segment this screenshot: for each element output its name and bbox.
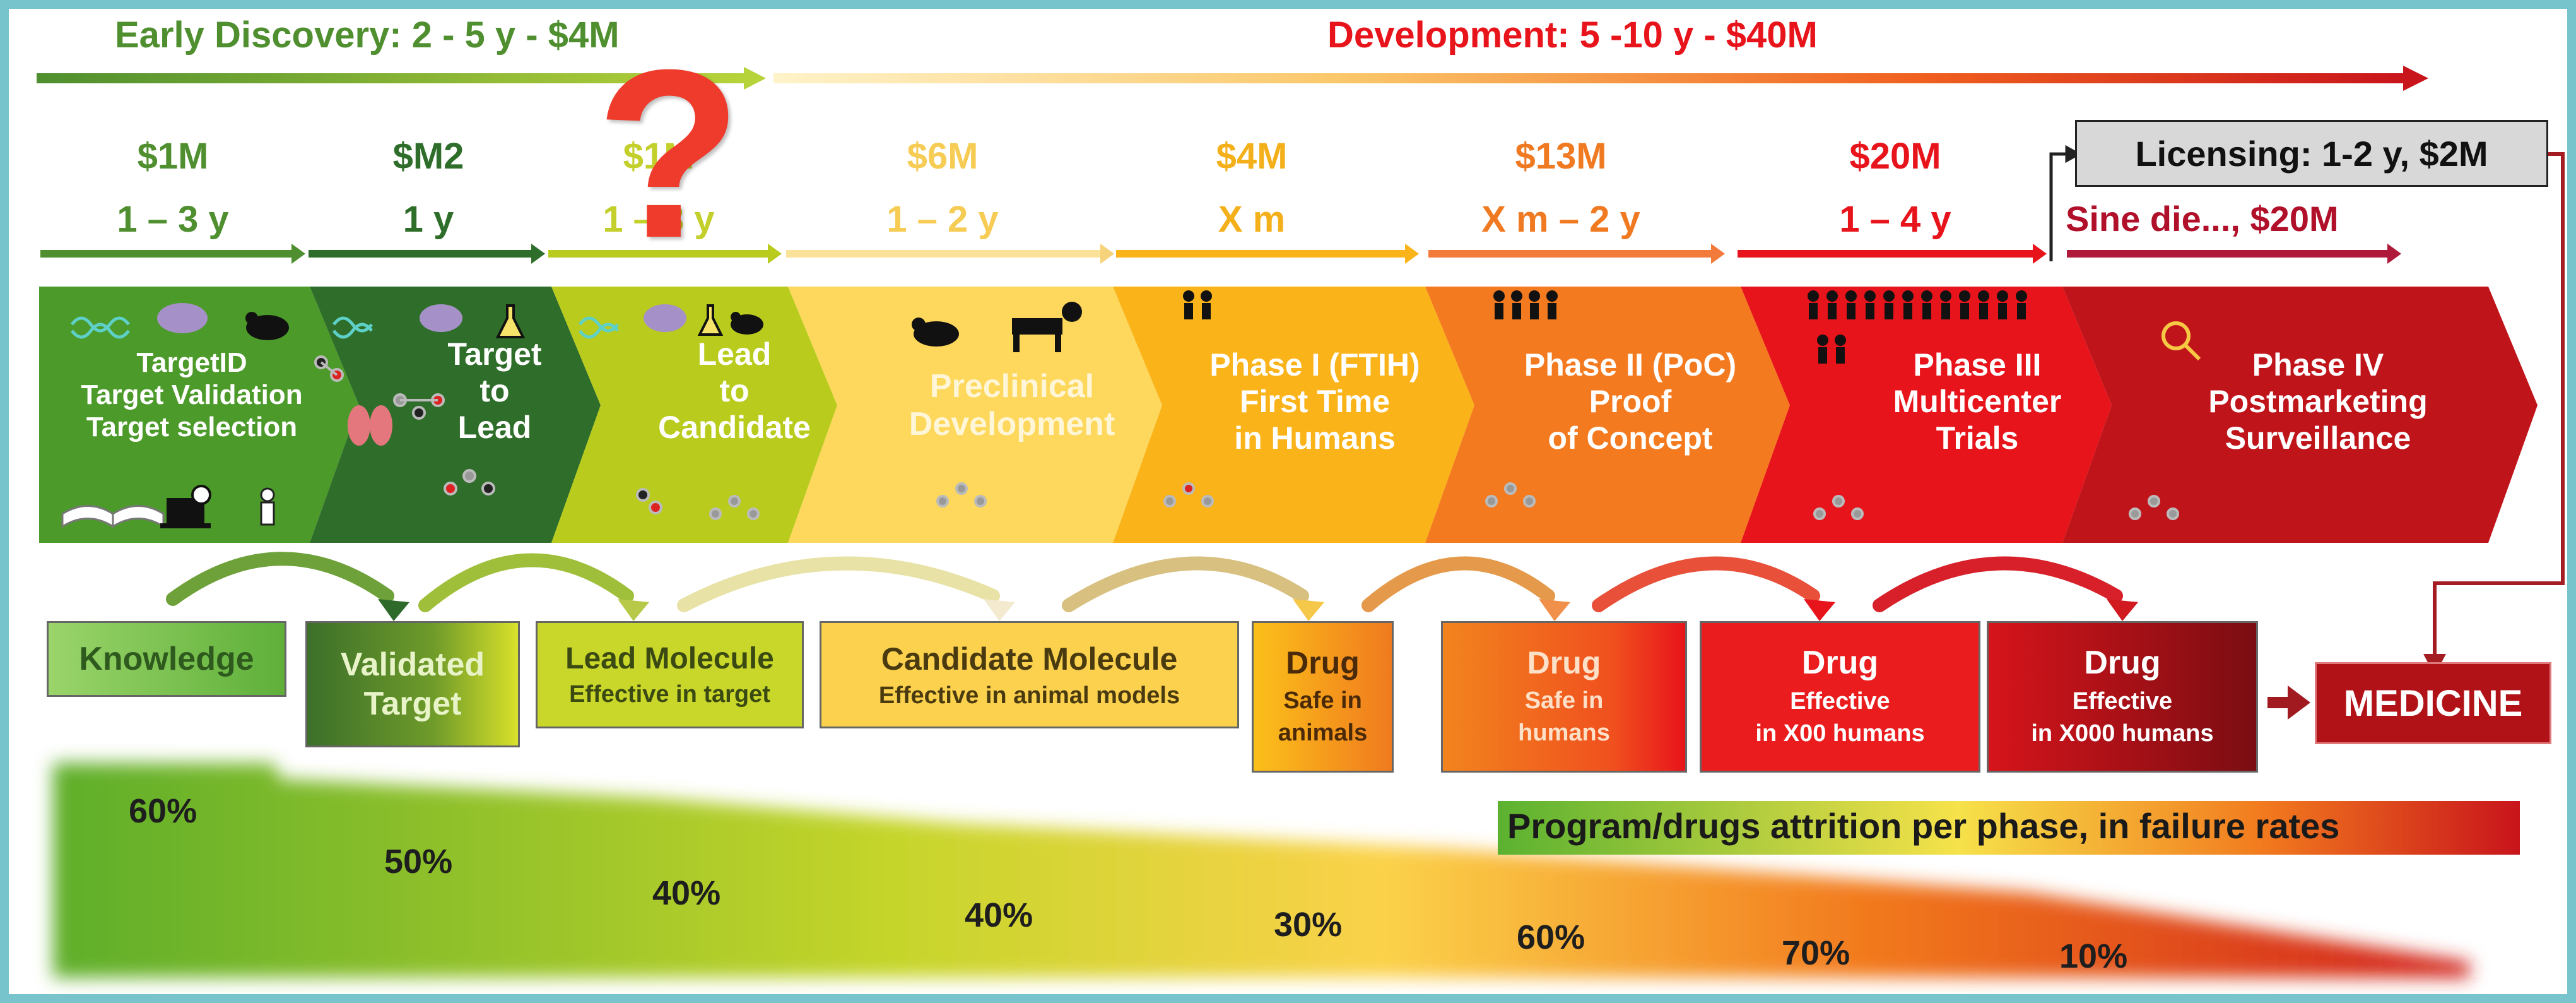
stage-7-label: Phase III Multicenter Trials [1893,347,2062,456]
stage-chevron-3 [551,287,837,543]
attrition-title: Program/drugs attrition per phase, in fa… [1507,806,2340,846]
licensing-box: Licensing: 1-2 y, $2M [2075,120,2548,187]
stage-3-cost: $1M [623,136,695,177]
output-lead-molecule-sub: Effective in target [569,681,770,708]
attrition-rate-5: 30% [1274,906,1343,944]
output-drug-effective-x000-sub: Effective in X000 humans [2031,687,2214,747]
stage-1-duration: 1 – 3 y [117,199,229,240]
attrition-band [53,763,2469,978]
output-drug-safe-animals-title: Drug [1286,644,1360,680]
output-candidate-molecule-title: Candidate Molecule [881,641,1178,677]
attrition-rate-1: 60% [129,792,197,830]
licensing-connector [2049,145,2082,261]
dna-icon [71,316,619,339]
stage-1-cost: $1M [137,136,209,177]
transition-arrows [166,552,2123,612]
output-validated-target: Validated Target [305,621,520,747]
output-drug-effective-x00-sub: Effective in X00 humans [1755,687,1925,747]
magnifier-icon [2161,321,2201,361]
stage-chevron-5 [1113,287,1474,543]
output-drug-safe-humans: Drug Safe in humans [1441,621,1687,773]
stage-5-cost: $4M [1216,136,1288,177]
attrition-rate-6: 60% [1517,918,1585,956]
stage-8-label: Phase IV Postmarketing Surveillance [2208,347,2428,456]
attrition-rate-4: 40% [965,896,1033,934]
stage-5-duration: X m [1218,199,1286,240]
attrition-title-background [1498,801,2520,855]
stage-1-label: TargetID Target Validation Target select… [81,347,303,443]
stage-chevron-4 [788,287,1162,543]
output-candidate-molecule: Candidate Molecule Effective in animal m… [820,621,1239,728]
stage-chevrons [39,287,2538,543]
output-knowledge: Knowledge [47,621,286,697]
medicine-box: MEDICINE [2315,662,2551,744]
transition-arrowheads [378,599,2138,621]
molecule-icons [314,355,2179,520]
output-drug-safe-humans-title: Drug [1527,644,1601,680]
output-drug-effective-x00-title: Drug [1801,644,1879,681]
stage-7-duration: 1 – 4 y [1839,199,1951,240]
protein-icon [157,303,686,333]
stage-3-label: Lead to Candidate [658,336,811,445]
output-lead-molecule: Lead Molecule Effective in target [536,621,804,728]
output-drug-safe-humans-sub: Safe in humans [1518,687,1610,746]
development-arrow [773,66,2428,91]
early-discovery-arrow [37,67,766,90]
flask-icon [495,304,724,338]
question-mark: ? [596,20,743,288]
stage-4-cost: $6M [907,136,979,177]
laptop-search-icon [160,485,211,528]
scientist-icon [260,487,275,526]
stage-2-cost: $M2 [392,136,464,177]
lungs-icon [348,405,392,446]
diagram-graphics [37,66,2565,978]
sine-die-label: Sine die..., $20M [2066,199,2339,239]
output-lead-molecule-title: Lead Molecule [565,642,774,675]
stage-4-label: Preclinical Development [909,368,1115,443]
stage-4-duration: 1 – 2 y [886,199,999,240]
stage-duration-arrows [40,244,2401,264]
drug-development-pipeline-diagram: Early Discovery: 2 - 5 y - $4M Developme… [9,9,2567,994]
output-drug-effective-x000: Drug Effective in X000 humans [1987,621,2258,773]
stage-chevron-6 [1425,287,1790,543]
attrition-rate-3: 40% [652,874,721,912]
stage-5-label: Phase I (FTIH) First Time in Humans [1209,347,1420,456]
stage-2-duration: 1 y [403,199,454,240]
stage-chevron-8 [2062,287,2538,543]
stage-6-duration: X m – 2 y [1481,199,1640,240]
output-candidate-molecule-sub: Effective in animal models [878,682,1180,709]
dog-icon [1012,302,1082,352]
output-knowledge-title: Knowledge [79,641,254,677]
mouse-icon [245,312,959,347]
early-discovery-label: Early Discovery: 2 - 5 y - $4M [115,15,620,56]
to-medicine-arrow [2267,685,2310,720]
development-label: Development: 5 -10 y - $40M [1327,15,1818,56]
output-drug-safe-animals-sub: Safe in animals [1278,687,1368,746]
output-drug-effective-x00: Drug Effective in X00 humans [1700,621,1980,773]
output-validated-target-title: Validated Target [340,646,485,722]
stage-7-cost: $20M [1849,136,1941,177]
output-drug-effective-x000-title: Drug [2084,644,2161,681]
stage-3-duration: 1 – 3 y [603,199,715,240]
attrition-rate-2: 50% [384,843,453,881]
stage-6-cost: $13M [1515,136,1607,177]
stage-chevron-2 [310,287,601,543]
people-icons [1183,290,2027,364]
output-drug-safe-animals: Drug Safe in animals [1252,621,1394,773]
attrition-rate-7: 70% [1782,934,1850,972]
stage-chevron-7 [1741,287,2112,543]
stage-2-label: Target to Lead [447,336,542,445]
stage-chevron-1 [39,287,359,543]
attrition-rate-8: 10% [2059,937,2128,975]
stage-6-label: Phase II (PoC) Proof of Concept [1524,347,1737,456]
